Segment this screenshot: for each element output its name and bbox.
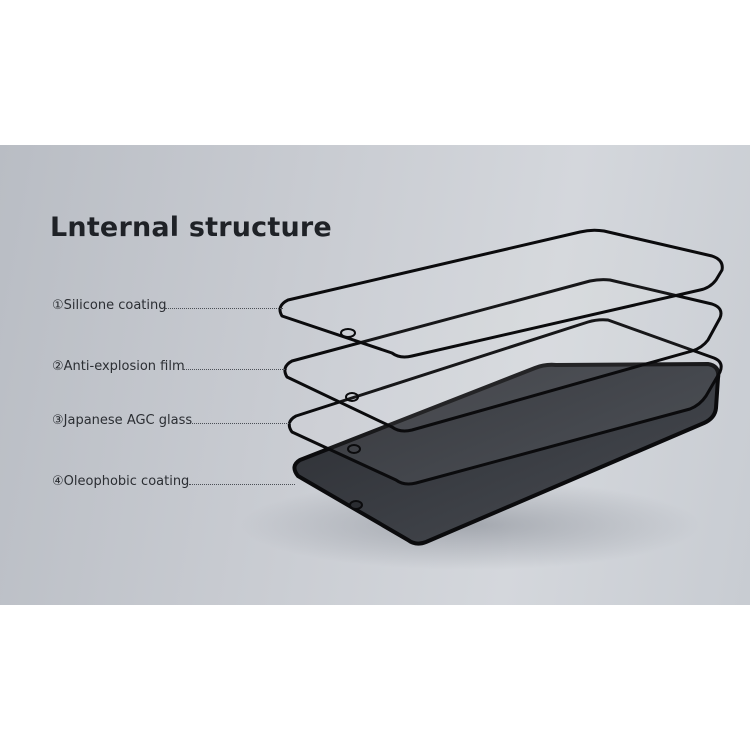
leader-line-4 — [189, 484, 295, 485]
layer-label-4: ④Oleophobic coating — [52, 474, 189, 489]
layer-label-3: ③Japanese AGC glass — [52, 413, 192, 428]
layer-oleophobic-coating — [292, 362, 721, 546]
leader-line-2 — [183, 369, 287, 370]
layer-marker: ① — [52, 298, 64, 313]
diagram-panel: Lnternal structure — [0, 145, 750, 605]
layer-marker: ③ — [52, 413, 64, 428]
leader-line-3 — [189, 423, 291, 424]
layer-label-text: Japanese AGC glass — [63, 413, 193, 428]
leader-line-1 — [165, 308, 283, 309]
layer-label-1: ①Silicone coating — [52, 298, 166, 313]
layer-anti-explosion-film — [283, 278, 723, 433]
layer-label-text: Anti-explosion film — [63, 359, 185, 374]
layer-label-text: Oleophobic coating — [63, 474, 190, 489]
layer-marker: ② — [52, 359, 64, 374]
diagram-title: Lnternal structure — [50, 212, 332, 243]
layer-silicone-coating — [278, 228, 724, 359]
layer-stack-illustration — [240, 228, 724, 570]
layer-marker: ④ — [52, 474, 64, 489]
layer-label-2: ②Anti-explosion film — [52, 359, 185, 374]
layer-agc-glass — [287, 318, 723, 486]
layer-label-text: Silicone coating — [63, 298, 167, 313]
